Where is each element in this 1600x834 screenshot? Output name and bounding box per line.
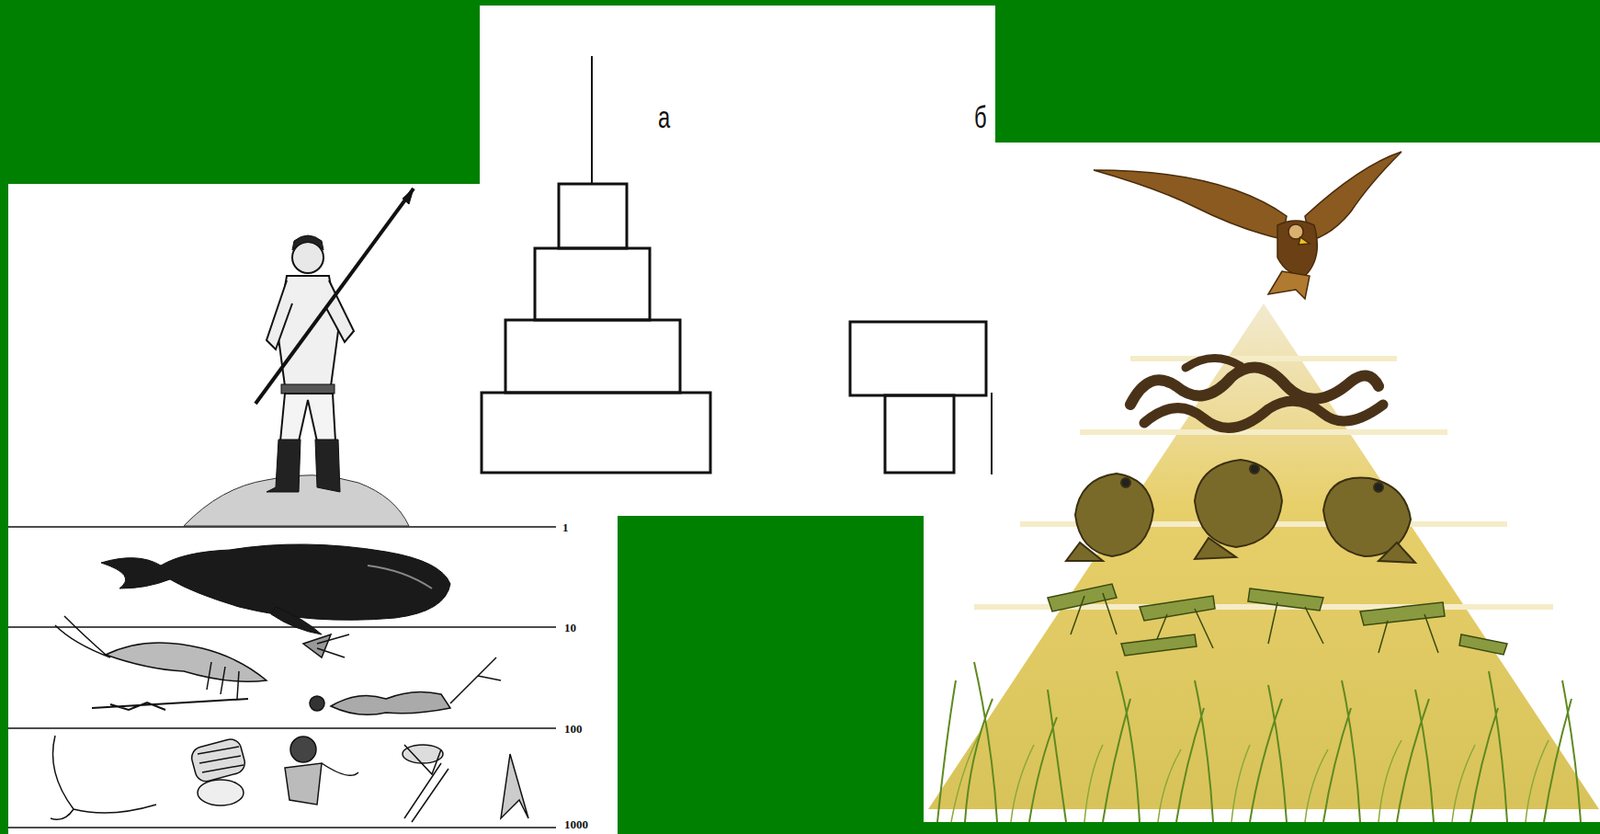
level-number: 100 <box>564 722 583 735</box>
figure-letter: а <box>658 101 670 133</box>
center-panel <box>479 5 996 516</box>
level-number: 1 <box>562 521 569 534</box>
figure-letter: б <box>974 101 988 133</box>
land-pyramid <box>928 151 1600 822</box>
ocean-pyramid <box>8 188 557 828</box>
level-number: 1000 <box>564 817 589 830</box>
schematic-pyramids <box>481 56 992 475</box>
level-number: 10 <box>564 621 577 634</box>
right-panel <box>923 142 1600 822</box>
